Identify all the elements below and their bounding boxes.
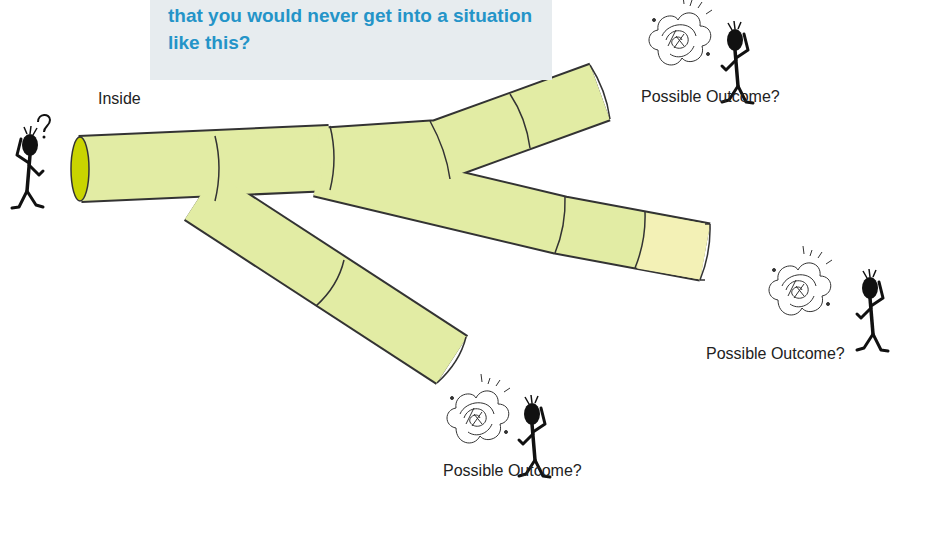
outcome-label: Possible Outcome? <box>641 87 780 106</box>
start-label: Inside <box>98 89 141 108</box>
question-text: that you would never get into a situatio… <box>150 0 552 62</box>
question-box: that you would never get into a situatio… <box>150 0 552 80</box>
outcome-label: Possible Outcome? <box>443 461 582 480</box>
outcome-label: Possible Outcome? <box>706 344 845 363</box>
